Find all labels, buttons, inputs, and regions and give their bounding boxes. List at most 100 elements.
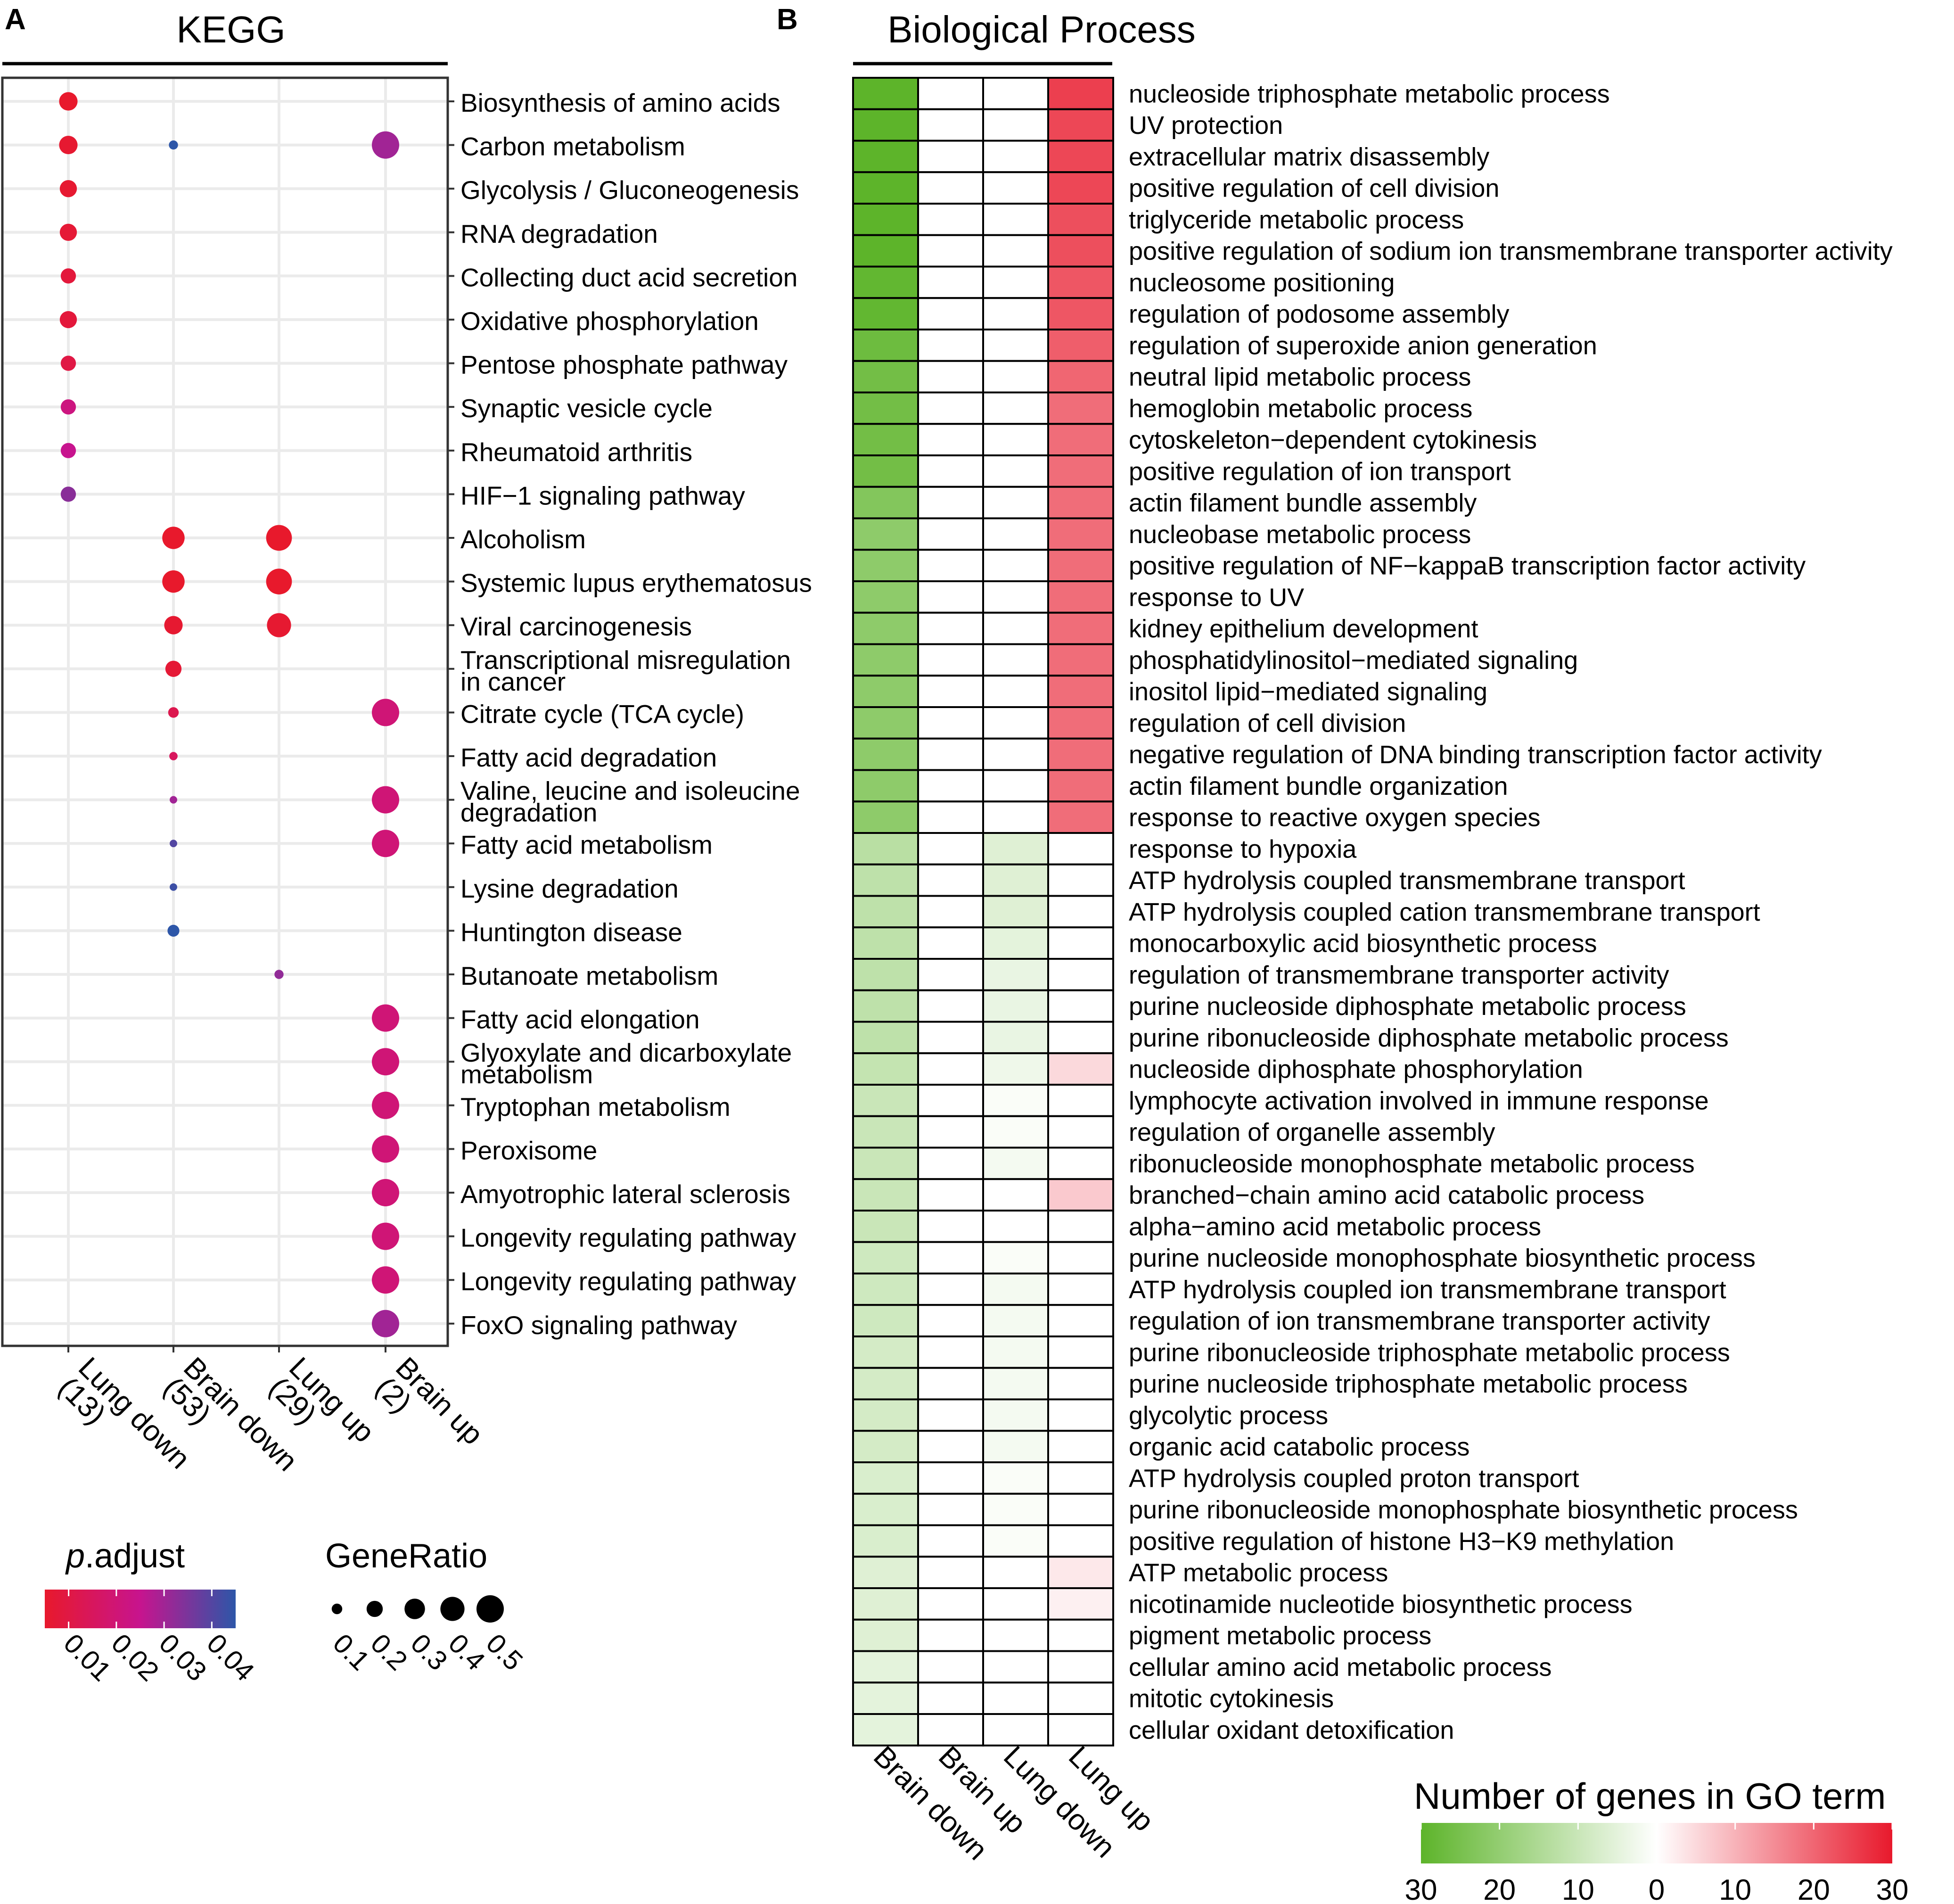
go-heatmap-cell [852,391,919,425]
generatio-legend: GeneRatio 0.10.20.30.40.5 [325,1537,529,1676]
go-heatmap-cell [917,1304,984,1337]
label-line: Collecting duct acid secretion [460,263,797,292]
go-heatmap-cell [982,1052,1049,1086]
go-heatmap-cell [917,265,984,299]
go-heatmap-cell [982,737,1049,771]
kegg-pathway-label: RNA degradation [460,219,658,248]
kegg-pathway-label: Viral carcinogenesis [460,612,692,641]
go-heatmap-cell [852,486,919,519]
go-heatmap-cell [917,1713,984,1747]
go-heatmap-cell [1047,454,1114,488]
go-heatmap-cell [982,1241,1049,1275]
label-line: Systemic lupus erythematosus [460,569,812,598]
kegg-column-labels: Lung down(13)Brain down(53)Lung up(29)Br… [52,1351,490,1495]
kegg-pathway-label: Longevity regulating pathway [460,1267,796,1296]
go-term-label: nicotinamide nucleotide biosynthetic pro… [1129,1590,1633,1618]
go-term-label: negative regulation of DNA binding trans… [1129,741,1822,769]
label-line: Tryptophan metabolism [460,1092,731,1121]
go-heatmap-cell [852,297,919,330]
go-heatmap-cell [852,800,919,834]
go-term-label: regulation of ion transmembrane transpor… [1129,1307,1710,1335]
go-heatmap-cell [982,329,1049,362]
go-heatmap-cell [852,1272,919,1306]
kegg-pathway-label: Lysine degradation [460,874,679,903]
go-heatmap-cell [917,1587,984,1621]
go-heatmap-cell [852,926,919,960]
padj-title-italic: p [65,1537,85,1575]
go-heatmap-cell [1047,203,1114,236]
go-heatmap-cell [917,1272,984,1306]
go-term-label: phosphatidylinositol−mediated signaling [1129,646,1578,675]
go-heatmap-cell [1047,769,1114,803]
go-legend-tick-label: 20 [1798,1874,1830,1904]
go-heatmap-cell [917,580,984,614]
go-term-label: purine ribonucleoside monophosphate bios… [1129,1496,1798,1524]
go-heatmap-cell [852,203,919,236]
go-heatmap-cell [917,832,984,865]
go-heatmap-cell [982,171,1049,205]
label-line: Transcriptional misregulation [460,645,791,675]
kegg-point [170,883,177,891]
go-heatmap-cell [1047,234,1114,268]
go-term-label: purine nucleoside triphosphate metabolic… [1129,1370,1688,1398]
label-line: Pentose phosphate pathway [460,350,788,379]
kegg-point [59,136,78,155]
kegg-point [372,786,399,814]
go-heatmap-cell [1047,423,1114,456]
go-heatmap-cell [1047,1021,1114,1055]
go-term-label: positive regulation of NF−kappaB transcr… [1129,552,1806,580]
go-heatmap-cell [982,1524,1049,1558]
go-heatmap-cell [917,1115,984,1149]
go-legend-tick-label: 10 [1562,1874,1594,1904]
go-heatmap-cell [852,737,919,771]
go-heatmap-cell [1047,329,1114,362]
go-heatmap-cell [1047,486,1114,519]
go-heatmap-cell [1047,171,1114,205]
kegg-pathway-label: Peroxisome [460,1136,597,1165]
go-heatmap-cell [852,1492,919,1526]
go-heatmap-cell [982,989,1049,1023]
kegg-column-label: Lung down(13) [52,1351,197,1495]
kegg-column-label: Brain up(2) [369,1351,490,1471]
go-term-label: positive regulation of cell division [1129,174,1499,203]
label-line: Valine, leucine and isoleucine [460,776,800,806]
go-term-label: ATP metabolic process [1129,1559,1388,1587]
kegg-point [372,131,399,159]
go-heatmap-cell [1047,1335,1114,1369]
go-heatmap-cell [917,1335,984,1369]
go-heatmap-cell [852,1178,919,1212]
go-heatmap-cell [852,1241,919,1275]
go-heatmap-cell [1047,360,1114,394]
go-heatmap-cell [917,1210,984,1243]
go-heatmap-cell [852,1335,919,1369]
go-heatmap-cell [982,958,1049,991]
generatio-keys: 0.10.20.30.40.5 [327,1595,529,1676]
go-heatmap-cell [917,737,984,771]
label-line: Carbon metabolism [460,132,685,161]
kegg-point [60,443,76,458]
go-heatmap-cell [982,1272,1049,1306]
go-heatmap-cell [1047,549,1114,582]
kegg-point [59,180,77,198]
kegg-pathway-label: Synaptic vesicle cycle [460,394,713,423]
go-heatmap-cell [917,611,984,645]
go-term-label: positive regulation of ion transport [1129,457,1511,486]
go-heatmap-cell [852,706,919,740]
go-heatmap-cell [852,265,919,299]
go-heatmap-cell [852,1524,919,1558]
go-heatmap-cell [982,203,1049,236]
go-heatmap-cell [982,1556,1049,1589]
kegg-point [60,355,76,371]
go-heatmap-cell [982,234,1049,268]
go-heatmap-cell [1047,1556,1114,1589]
kegg-pathway-label: Carbon metabolism [460,132,685,161]
go-term-label: pigment metabolic process [1129,1622,1431,1650]
go-heatmap-cell [1047,297,1114,330]
kegg-pathway-label: Systemic lupus erythematosus [460,569,812,598]
go-heatmap-cell [982,1084,1049,1117]
kegg-pathway-label: Collecting duct acid secretion [460,263,797,292]
go-heatmap-cell [852,1210,919,1243]
